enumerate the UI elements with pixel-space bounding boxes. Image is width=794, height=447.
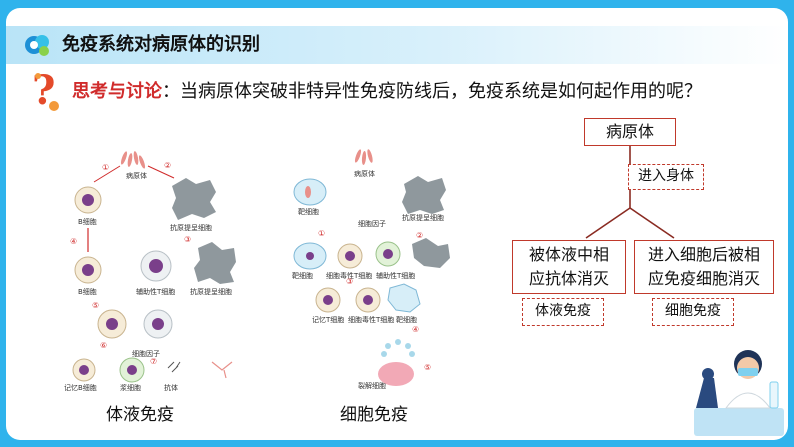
humoral-immunity-diagram: 病原体 ① ② B细胞 抗原提呈细胞 ④ ③ B细胞 辅助性T细胞 抗原提呈细胞… <box>64 151 236 392</box>
label-apc-1: 抗原提呈细胞 <box>170 223 212 232</box>
svg-text:?: ? <box>32 68 55 114</box>
root-box: 病原体 <box>584 118 676 146</box>
step-4b: ④ <box>412 325 419 334</box>
cellular-caption: 细胞免疫 <box>340 405 408 425</box>
label-apc-2: 抗原提呈细胞 <box>190 287 232 296</box>
label-helper-t: 辅助性T细胞 <box>136 287 175 296</box>
label-cytotoxic-t: 细胞毒性T细胞 <box>326 271 372 280</box>
scientist-illustration <box>694 350 784 436</box>
header-bar: 免疫系统对病原体的识别 <box>6 26 788 64</box>
label-apc: 抗原提呈细胞 <box>402 213 444 222</box>
pathogen-cluster <box>120 151 146 169</box>
label-antibody: 抗体 <box>164 383 178 392</box>
step-6: ⑥ <box>100 341 107 350</box>
label-b-cell-2: B细胞 <box>78 287 97 296</box>
humoral-caption: 体液免疫 <box>106 405 174 425</box>
label-target-2: 靶细胞 <box>292 271 313 280</box>
label-cytotoxic-t-2: 细胞毒性T细胞 <box>348 315 394 324</box>
right-tag: 细胞免疫 <box>652 298 734 326</box>
step-3: ③ <box>184 235 191 244</box>
label-lysed: 裂解细胞 <box>358 381 386 390</box>
discussion-text: 当病原体突破非特异性免疫防线后，免疫系统是如何起作用的呢？ <box>180 81 702 102</box>
question-mark-icon: ? <box>32 68 59 114</box>
lysed-cell <box>381 339 415 357</box>
step-5b: ⑤ <box>424 363 431 372</box>
label-helper-t-2: 辅助性T细胞 <box>376 271 415 280</box>
step-5: ⑤ <box>92 301 99 310</box>
step-1b: ① <box>318 229 325 238</box>
label-b-cell-1: B细胞 <box>78 217 97 226</box>
label-memory-t: 记忆T细胞 <box>312 315 344 324</box>
label-pathogen-2: 病原体 <box>354 169 375 178</box>
label-plasma: 浆细胞 <box>120 383 141 392</box>
slide: 免疫系统对病原体的识别 ? 思考与讨论：当病原体突破非特异性免疫防线后，免疫系统… <box>6 8 788 440</box>
label-target-1: 靶细胞 <box>298 207 319 216</box>
step-3b: ③ <box>346 277 353 286</box>
label-pathogen: 病原体 <box>126 171 147 180</box>
left-box: 被体液中相应抗体消灭 <box>512 240 626 294</box>
step-4: ④ <box>70 237 77 246</box>
discussion-colon: ： <box>162 81 180 102</box>
step-2b: ② <box>416 231 423 240</box>
cellular-immunity-diagram: 病原体 靶细胞 抗原提呈细胞 ① ② 细胞因子 靶细胞 细胞毒性T细胞 辅助性T… <box>292 149 450 390</box>
discussion-label: 思考与讨论 <box>72 81 162 102</box>
entry-tag: 进入身体 <box>628 164 704 190</box>
label-cytokine-2: 细胞因子 <box>358 219 386 228</box>
step-2: ② <box>164 161 171 170</box>
page-title: 免疫系统对病原体的识别 <box>62 34 260 55</box>
flowchart-lines <box>585 138 675 239</box>
right-box: 进入细胞后被相应免疫细胞消灭 <box>634 240 774 294</box>
label-cytokine: 细胞因子 <box>132 349 160 358</box>
logo-icon <box>25 35 49 56</box>
pathogen-cluster-2 <box>354 149 373 165</box>
label-target-3: 靶细胞 <box>396 315 417 324</box>
label-memory-b: 记忆B细胞 <box>64 383 97 392</box>
left-tag: 体液免疫 <box>522 298 604 326</box>
step-1: ① <box>102 163 109 172</box>
discussion-prompt: 思考与讨论：当病原体突破非特异性免疫防线后，免疫系统是如何起作用的呢？ <box>72 74 772 110</box>
step-7: ⑦ <box>150 357 157 366</box>
